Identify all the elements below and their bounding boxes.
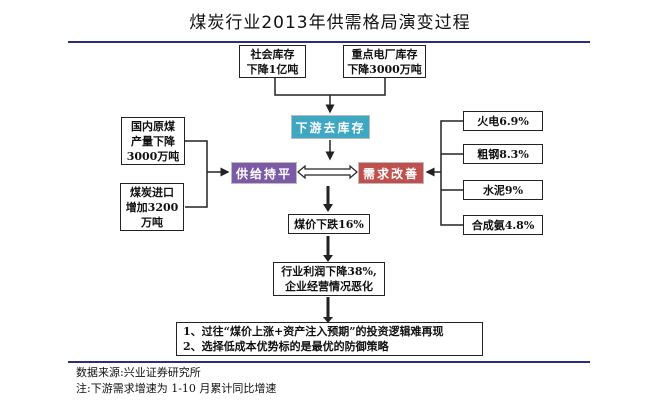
box-line: 3000万吨	[126, 149, 180, 163]
box-line: 行业利润下降38%,	[281, 265, 377, 278]
supply-box: 供给持平	[231, 162, 297, 184]
demand-bracket	[440, 120, 463, 226]
box-line: 2、选择低成本优势标的是最优的防御策略	[183, 340, 389, 353]
demand-factor-ammonia: 合成氨4.8%	[463, 215, 543, 235]
source-note: 数据来源:兴业证券研究所	[76, 366, 201, 379]
demand-factor-thermal-power: 火电6.9%	[463, 111, 543, 131]
demand-factor-crude-steel: 粗钢8.3%	[463, 144, 543, 164]
demand-box: 需求改善	[358, 162, 424, 184]
box-line: 社会库存	[250, 47, 295, 61]
box-line: 万吨	[141, 215, 163, 229]
price-box: 煤价下跌16%	[288, 214, 370, 234]
top-rule	[68, 41, 590, 43]
arrowhead	[323, 317, 333, 323]
inventory-bracket	[274, 78, 386, 96]
box-line: 企业经营情况恶化	[285, 280, 373, 293]
conclusion-box: 1、过往“煤价上涨+资产注入预期”的投资逻辑难再现 2、选择低成本优势标的是最优的…	[176, 322, 483, 356]
destock-box: 下游去库存	[291, 115, 370, 139]
box-line: 增加3200	[125, 200, 179, 214]
supply-bracket	[185, 140, 208, 208]
arrowhead	[323, 255, 333, 262]
profit-box: 行业利润下降38%, 企业经营情况恶化	[273, 262, 385, 296]
social-inventory-box: 社会库存下降1亿吨	[239, 45, 306, 78]
box-line: 下降3000万吨	[347, 62, 422, 76]
box-line: 煤炭进口	[130, 185, 174, 199]
footnote: 注:下游需求增速为 1-10 月累计同比增速	[76, 382, 277, 395]
power-plant-inventory-box: 重点电厂库存下降3000万吨	[343, 45, 426, 78]
bottom-rule	[68, 361, 590, 363]
arrowhead	[323, 204, 333, 212]
box-line: 1、过往“煤价上涨+资产注入预期”的投资逻辑难再现	[183, 325, 444, 338]
diagram-title: 煤炭行业2013年供需格局演变过程	[189, 13, 471, 33]
demand-factor-cement: 水泥9%	[463, 180, 543, 200]
box-line: 重点电厂库存	[351, 47, 418, 61]
box-line: 下降1亿吨	[246, 62, 299, 76]
box-line: 产量下降	[131, 134, 175, 148]
double-arrow	[297, 164, 358, 180]
box-line: 国内原煤	[131, 119, 175, 133]
